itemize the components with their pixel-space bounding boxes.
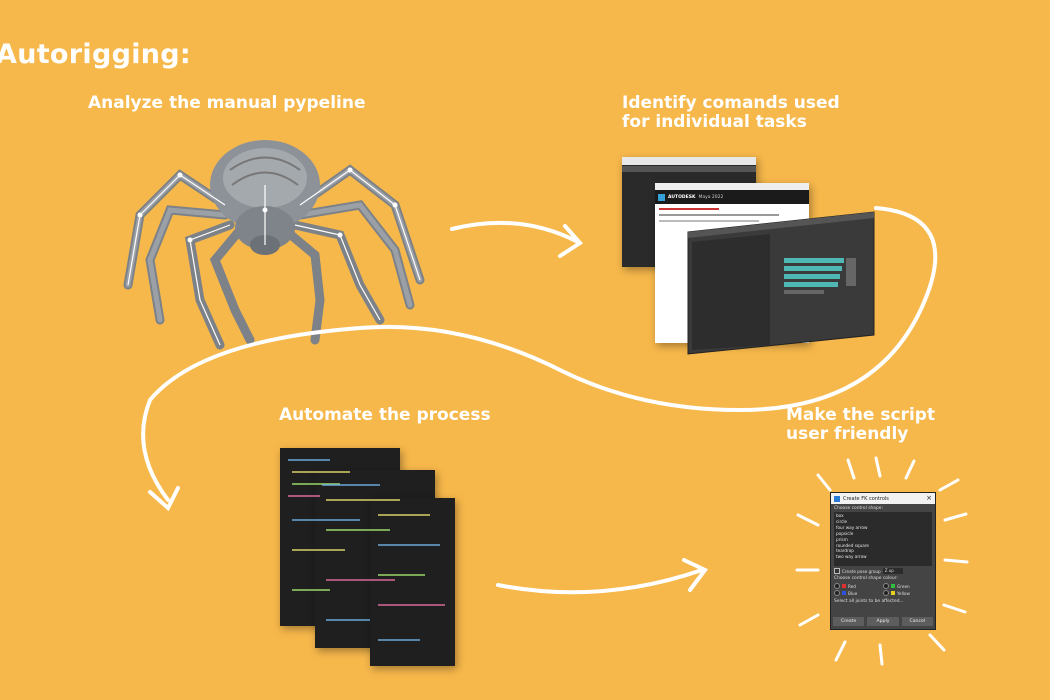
shape-list[interactable]: box circle four way arrow popsicle prism… (834, 512, 932, 566)
colour-swatch (891, 591, 895, 595)
create-button[interactable]: Create (833, 617, 865, 626)
list-item[interactable]: circle (836, 518, 848, 524)
pose-group-checkbox[interactable] (834, 568, 840, 574)
docs-product: Maya 2022 (698, 194, 724, 200)
list-item[interactable]: prism (836, 536, 848, 542)
cancel-button[interactable]: Cancel (901, 617, 933, 626)
pose-group-axis-select[interactable]: Z up (882, 568, 903, 574)
docs-brand: AUTODESK (668, 194, 696, 200)
radio-icon[interactable] (834, 583, 840, 589)
arrow-3-to-4 (496, 568, 704, 595)
step-friendly-heading: Make the script user friendly (786, 405, 936, 445)
close-icon[interactable]: × (926, 494, 932, 502)
list-item[interactable]: two way arrow (836, 554, 867, 560)
dialog-titlebar: Create FK controls × (831, 493, 935, 504)
colour-swatch (842, 591, 846, 595)
arrow-2-to-3 (141, 206, 938, 502)
colour-option-yellow[interactable]: Yellow (883, 590, 932, 596)
list-item[interactable]: four way arrow (836, 524, 868, 530)
radio-icon[interactable] (883, 590, 889, 596)
pose-group-label: Create pose group (842, 568, 881, 574)
dialog-title: Create FK controls (843, 495, 889, 502)
colour-swatch (891, 584, 895, 588)
create-fk-controls-dialog: Create FK controls × Choose control shap… (830, 492, 936, 630)
radio-icon[interactable] (883, 583, 889, 589)
step-analyze-heading: Analyze the manual pypeline (88, 93, 366, 113)
list-item[interactable]: teardrop (836, 548, 854, 554)
colour-option-blue[interactable]: Blue (834, 590, 883, 596)
list-item[interactable]: box (836, 513, 844, 518)
colour-swatch (842, 584, 846, 588)
code-screenshot-3 (370, 498, 455, 666)
app-icon (834, 495, 840, 502)
maya-logo-icon (658, 193, 665, 201)
list-item[interactable]: popsicle (836, 530, 854, 536)
highlight-burst (795, 456, 969, 666)
page-title: Autorigging: (0, 39, 191, 70)
apply-button[interactable]: Apply (867, 617, 899, 626)
step-identify-heading: Identify comands used for individual tas… (622, 93, 840, 133)
list-item[interactable]: rounded square (836, 542, 869, 548)
radio-icon[interactable] (834, 590, 840, 596)
shape-label: Choose control shape: (834, 506, 883, 511)
arrow-1-to-2 (450, 220, 580, 244)
step-automate-heading: Automate the process (279, 405, 491, 425)
selection-hint: Select all joints to be affected... (834, 599, 904, 604)
colour-option-red[interactable]: Red (834, 583, 883, 589)
colour-label: Choose control shape colour: (834, 576, 898, 581)
colour-option-green[interactable]: Green (883, 583, 932, 589)
